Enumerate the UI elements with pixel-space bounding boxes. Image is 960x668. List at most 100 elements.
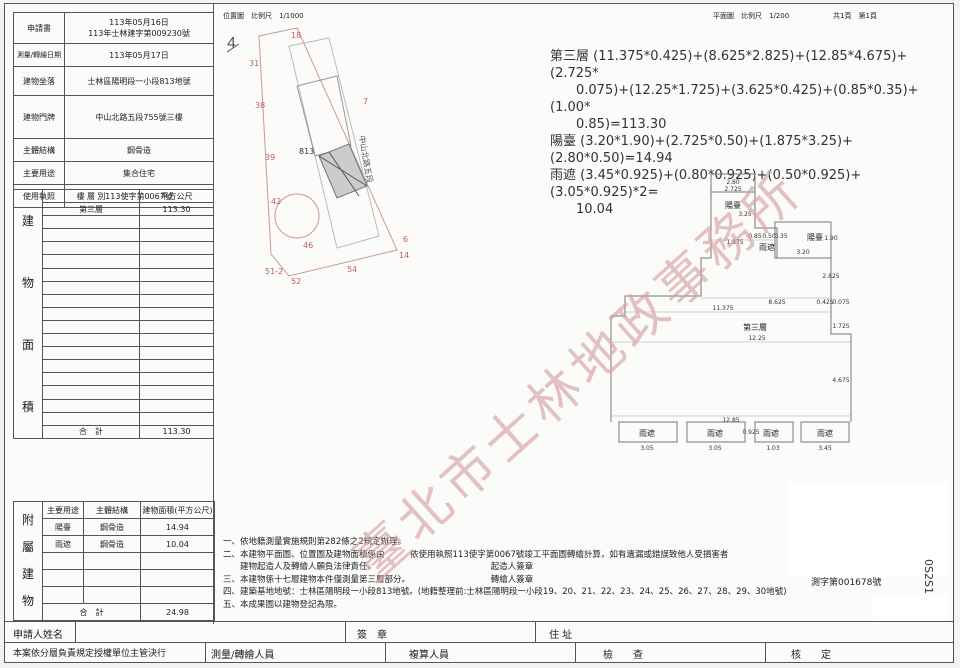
dim-label: 1.03 xyxy=(766,445,780,452)
aux-struct: 鋼骨造 xyxy=(83,535,141,553)
aux-total-label: 合 計 xyxy=(42,603,141,621)
side-char: 積 xyxy=(21,400,34,414)
svg-text:4: 4 xyxy=(227,35,236,52)
meta-key: 申請書 xyxy=(13,12,65,44)
empty-cell xyxy=(139,293,214,308)
dim-label: 1.90 xyxy=(824,235,838,242)
meta-key: 主要用途 xyxy=(13,161,65,185)
lot-number: 31 xyxy=(249,59,259,68)
empty-cell xyxy=(42,254,140,269)
area-total: 113.30 xyxy=(139,424,214,440)
aux-header: 建物面積(平方公尺) xyxy=(140,501,215,519)
dim-label: 0.925 xyxy=(742,429,759,436)
dim-label: 3.25 xyxy=(738,211,752,218)
aux-header: 主體結構 xyxy=(83,501,141,519)
area-total-label: 合 計 xyxy=(42,424,140,440)
formula-line: 0.85)=113.30 xyxy=(550,117,667,132)
redacted-area xyxy=(873,596,948,622)
empty-cell xyxy=(139,398,214,413)
location-plan: 4 中山北路五段 813 18 31 7 38 39 42 6 46 14 51… xyxy=(226,27,409,286)
canopy-label: 雨遮 xyxy=(759,242,775,252)
empty-cell xyxy=(42,385,140,400)
empty-cell xyxy=(140,569,215,587)
empty-cell xyxy=(42,569,84,587)
side-char: 建 xyxy=(21,214,34,228)
empty-cell xyxy=(140,586,215,604)
empty-cell xyxy=(42,411,140,426)
meta-key: 主體結構 xyxy=(13,138,65,162)
dim-label: 4.675 xyxy=(832,377,849,384)
area-header-unit: 平方公尺 xyxy=(139,188,214,204)
meta-value: 中山北路五段755號三樓 xyxy=(64,95,214,139)
empty-cell xyxy=(42,241,140,256)
checker-label: 複算人員 xyxy=(409,650,449,661)
empty-cell xyxy=(139,385,214,400)
approver-label: 核 定 xyxy=(791,650,831,661)
lot-number: 42 xyxy=(271,197,281,206)
dim-label: 3.05 xyxy=(640,445,654,452)
empty-cell xyxy=(42,306,140,321)
dim-label: 2.725 xyxy=(724,186,741,193)
lot-number: 52 xyxy=(291,277,301,286)
empty-cell xyxy=(42,346,140,361)
meta-key: 建物門牌 xyxy=(13,95,65,139)
divider xyxy=(345,622,346,642)
authorization-note: 本案依分層負責規定授權單位主管決行 xyxy=(13,649,167,659)
empty-cell xyxy=(83,569,141,587)
aux-use: 陽臺 xyxy=(42,518,84,536)
divider xyxy=(765,642,766,662)
side-char: 面 xyxy=(21,338,34,352)
lot-number: 14 xyxy=(399,251,409,260)
dim-label: 2.80 xyxy=(726,179,740,186)
floor-plan-header: 平面圖 比例尺 1/200 xyxy=(713,12,790,20)
meta-value: 113年05月16日 113年士林建字第009230號 xyxy=(64,12,214,44)
canopy-label: 雨遮 xyxy=(707,428,723,438)
lot-number: 46 xyxy=(303,241,313,250)
dim-label: 3.20 xyxy=(796,249,810,256)
note-line: 二、本建物平面圖、位置圖及建物面積係由 依使用執照113使字第0067號竣工平面… xyxy=(223,549,729,560)
empty-cell xyxy=(140,552,215,570)
empty-cell xyxy=(42,372,140,387)
note-line: 一、依地籍測量實施規則第282條之2規定辦理。 xyxy=(223,537,407,547)
seal-label: 簽 章 xyxy=(357,630,387,641)
side-char: 屬 xyxy=(21,540,34,554)
notes: 一、依地籍測量實施規則第282條之2規定辦理。 二、本建物平面圖、位置圖及建物面… xyxy=(223,536,787,611)
lot-number: 18 xyxy=(291,31,301,40)
aux-header: 主要用途 xyxy=(42,501,84,519)
applicant-label: 申請人姓名 xyxy=(13,630,63,641)
aux-area: 14.94 xyxy=(140,518,215,536)
lot-number: 38 xyxy=(255,101,265,110)
canopy-label: 雨遮 xyxy=(817,428,833,438)
dim-label: 3.05 xyxy=(708,445,722,452)
meta-key: 測量/轉繪日期 xyxy=(13,43,65,67)
floor-plan: 2.80 2.725 3.25 1.875 0.85 0.50 3.20 1.9… xyxy=(610,173,852,452)
formula-line: 陽臺 (3.20*1.90)+(2.725*0.50)+(1.875*3.25)… xyxy=(550,134,853,166)
divider xyxy=(205,642,206,662)
lot-number: 7 xyxy=(363,97,368,106)
empty-cell xyxy=(139,372,214,387)
divider xyxy=(75,622,76,642)
inspector-label: 檢 查 xyxy=(603,650,643,661)
dim-label: 1.875 xyxy=(726,239,743,246)
empty-cell xyxy=(42,359,140,374)
empty-cell xyxy=(42,398,140,413)
dim-label: 0.50 xyxy=(762,233,776,240)
empty-cell xyxy=(139,228,214,243)
divider xyxy=(575,642,576,662)
side-char: 物 xyxy=(21,276,34,290)
empty-cell xyxy=(42,267,140,282)
lot-number: 6 xyxy=(403,235,408,244)
address-label: 住 址 xyxy=(549,630,573,641)
area-header-floor: 樓 層 別 xyxy=(42,188,140,204)
empty-cell xyxy=(139,215,214,230)
empty-cell xyxy=(42,552,84,570)
empty-cell xyxy=(139,267,214,282)
formula-line: 0.075)+(12.25*1.725)+(3.625*0.425)+(0.85… xyxy=(550,83,919,115)
area-value: 113.30 xyxy=(139,202,214,217)
empty-cell xyxy=(83,586,141,604)
empty-cell xyxy=(42,333,140,348)
redacted-area xyxy=(788,482,948,577)
lot-number: 51-2 xyxy=(265,267,283,276)
